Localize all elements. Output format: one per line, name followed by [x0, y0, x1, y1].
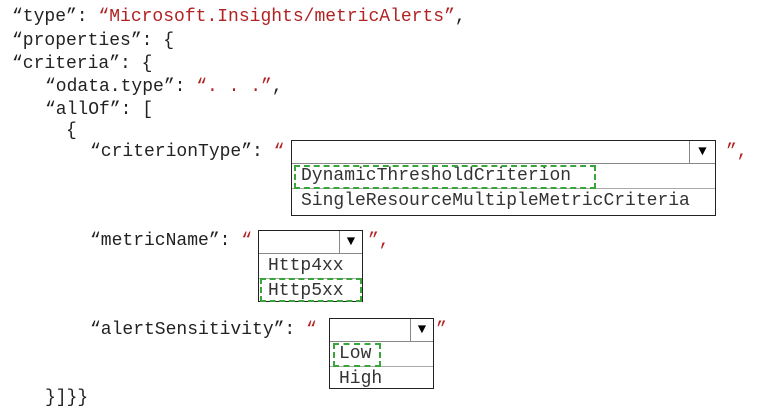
value: “. . .” [196, 77, 272, 97]
metric-name-dropdown[interactable]: ▼ Http4xx Http5xx [258, 230, 363, 302]
line-alert-sensitivity: “alertSensitivity”: “ [90, 319, 317, 341]
dropdown-header[interactable]: ▼ [292, 141, 715, 164]
line-open-brace: { [66, 121, 77, 141]
punct: , [454, 7, 466, 27]
dropdown-arrow-icon[interactable]: ▼ [689, 141, 715, 163]
quote: ”, [726, 142, 748, 162]
quote: ” [436, 320, 447, 340]
dropdown-arrow-icon[interactable]: ▼ [410, 319, 433, 341]
option-http5xx[interactable]: Http5xx [259, 278, 362, 303]
key: “alertSensitivity”: [90, 320, 307, 340]
line-metric-name: “metricName”: “ [90, 230, 252, 252]
line-allof: “allOf”: [ [45, 100, 154, 120]
line-closing-braces: }]}} [45, 388, 89, 408]
criterion-type-dropdown[interactable]: ▼ DynamicThresholdCriterion SingleResour… [291, 140, 716, 216]
line-criteria: “criteria”: { [12, 54, 153, 74]
dropdown-header[interactable]: ▼ [259, 231, 362, 254]
line-odata-type: “odata.type”: “. . .”, [45, 76, 283, 98]
punct: , [271, 77, 283, 97]
option-dynamic-threshold[interactable]: DynamicThresholdCriterion [301, 166, 572, 186]
line-criterion-type: “criterionType”: “ [90, 141, 284, 163]
quote: ”, [368, 231, 390, 251]
alert-sensitivity-dropdown[interactable]: ▼ Low High [329, 318, 434, 389]
key: “criterionType”: [90, 142, 274, 162]
option-high[interactable]: High [330, 366, 433, 391]
value: “Microsoft.Insights/metricAlerts” [98, 7, 455, 27]
option-single-resource[interactable]: SingleResourceMultipleMetricCriteria [292, 188, 715, 213]
dropdown-arrow-icon[interactable]: ▼ [339, 231, 362, 253]
key: “odata.type”: [45, 77, 197, 97]
option-low[interactable]: Low [339, 344, 372, 364]
key: “metricName”: [90, 231, 242, 251]
quote: “ [241, 231, 253, 251]
option-http4xx[interactable]: Http4xx [268, 256, 344, 276]
quote: “ [273, 142, 285, 162]
key: “type”: [12, 7, 99, 27]
dropdown-header[interactable]: ▼ [330, 319, 433, 342]
quote: “ [306, 320, 317, 340]
line-properties: “properties”: { [12, 31, 175, 51]
line-type: “type”: “Microsoft.Insights/metricAlerts… [12, 6, 466, 28]
